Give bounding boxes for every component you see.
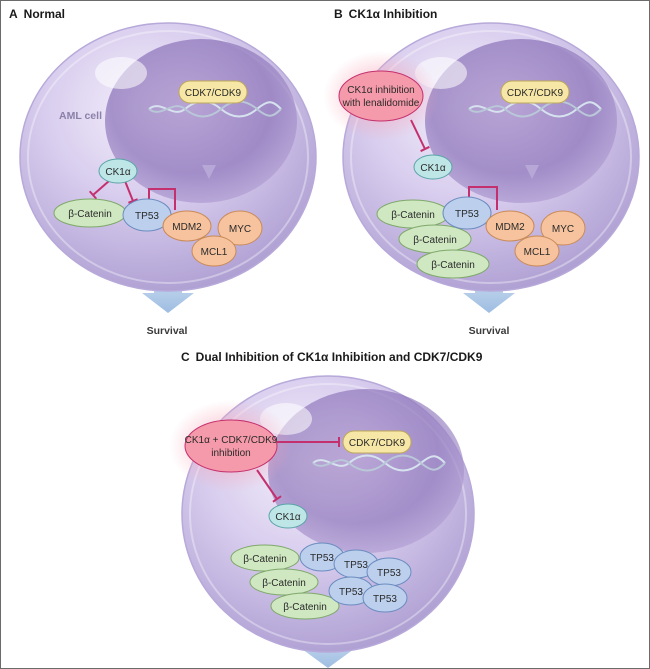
svg-text:TP53: TP53 xyxy=(455,209,479,220)
beta-catenin-node-b1: β-Catenin xyxy=(376,199,450,229)
myc-node-a: MYC xyxy=(217,210,263,246)
tp53-node-c1: TP53 xyxy=(299,542,345,572)
svg-text:β-Catenin: β-Catenin xyxy=(262,578,306,589)
svg-text:CK1α: CK1α xyxy=(275,512,300,523)
svg-text:CDK7/CDK9: CDK7/CDK9 xyxy=(185,88,242,99)
svg-text:CDK7/CDK9: CDK7/CDK9 xyxy=(507,88,564,99)
svg-text:MCL1: MCL1 xyxy=(201,247,228,258)
svg-text:MYC: MYC xyxy=(552,224,574,235)
cdk-node-b: CDK7/CDK9 xyxy=(500,80,570,104)
dna-helix-a xyxy=(148,100,282,118)
svg-text:CK1α inhibition: CK1α inhibition xyxy=(347,85,415,96)
survival-label-b: Survival xyxy=(469,325,510,337)
svg-text:β-Catenin: β-Catenin xyxy=(391,210,435,221)
ck1a-node-c: CK1α xyxy=(268,503,308,529)
svg-text:β-Catenin: β-Catenin xyxy=(243,554,287,565)
svg-text:β-Catenin: β-Catenin xyxy=(68,209,112,220)
dna-helix-b xyxy=(468,100,602,118)
beta-catenin-node-c1: β-Catenin xyxy=(230,544,300,572)
svg-text:MCL1: MCL1 xyxy=(524,247,551,258)
nucleus-a xyxy=(105,39,297,203)
mdm2-node-a: MDM2 xyxy=(162,210,212,242)
beta-catenin-node-a: β-Catenin xyxy=(53,198,127,228)
ck1a-node-b: CK1α xyxy=(413,154,453,180)
svg-text:with lenalidomide: with lenalidomide xyxy=(342,98,420,109)
svg-text:TP53: TP53 xyxy=(135,211,159,222)
svg-text:MDM2: MDM2 xyxy=(172,222,202,233)
ck1a-node-a: CK1α xyxy=(98,158,138,184)
inhibitor-node-c: CK1α + CDK7/CDK9 inhibition xyxy=(184,419,278,473)
svg-text:MDM2: MDM2 xyxy=(495,222,525,233)
svg-text:CK1α + CDK7/CDK9: CK1α + CDK7/CDK9 xyxy=(185,435,278,446)
mcl1-node-b: MCL1 xyxy=(514,235,560,267)
nucleus-b xyxy=(425,39,617,203)
svg-text:CK1α: CK1α xyxy=(420,163,445,174)
tp53-node-c3: TP53 xyxy=(366,557,412,587)
svg-text:β-Catenin: β-Catenin xyxy=(413,235,457,246)
inhibitor-node-b: CK1α inhibition with lenalidomide xyxy=(338,70,424,122)
mcl1-node-a: MCL1 xyxy=(191,235,237,267)
cdk-node-a: CDK7/CDK9 xyxy=(178,80,248,104)
beta-catenin-node-b2: β-Catenin xyxy=(398,224,472,254)
tp53-node-c5: TP53 xyxy=(362,583,408,613)
dna-helix-c xyxy=(312,454,446,472)
svg-text:β-Catenin: β-Catenin xyxy=(431,260,475,271)
svg-text:CK1α: CK1α xyxy=(105,167,130,178)
svg-text:inhibition: inhibition xyxy=(211,448,250,459)
beta-catenin-node-b3: β-Catenin xyxy=(416,249,490,279)
tp53-node-b: TP53 xyxy=(442,196,492,230)
cdk-node-c: CDK7/CDK9 xyxy=(342,430,412,454)
myc-node-b: MYC xyxy=(540,210,586,246)
svg-text:CDK7/CDK9: CDK7/CDK9 xyxy=(349,438,406,449)
mdm2-node-b: MDM2 xyxy=(485,210,535,242)
svg-text:TP53: TP53 xyxy=(377,568,401,579)
aml-cell-label: AML cell xyxy=(59,110,102,122)
svg-text:TP53: TP53 xyxy=(339,587,363,598)
svg-text:β-Catenin: β-Catenin xyxy=(283,602,327,613)
beta-catenin-node-c3: β-Catenin xyxy=(270,592,340,620)
svg-text:TP53: TP53 xyxy=(344,560,368,571)
svg-text:TP53: TP53 xyxy=(373,594,397,605)
svg-text:MYC: MYC xyxy=(229,224,251,235)
svg-text:TP53: TP53 xyxy=(310,553,334,564)
beta-catenin-node-c2: β-Catenin xyxy=(249,568,319,596)
survival-label-a: Survival xyxy=(147,325,188,337)
